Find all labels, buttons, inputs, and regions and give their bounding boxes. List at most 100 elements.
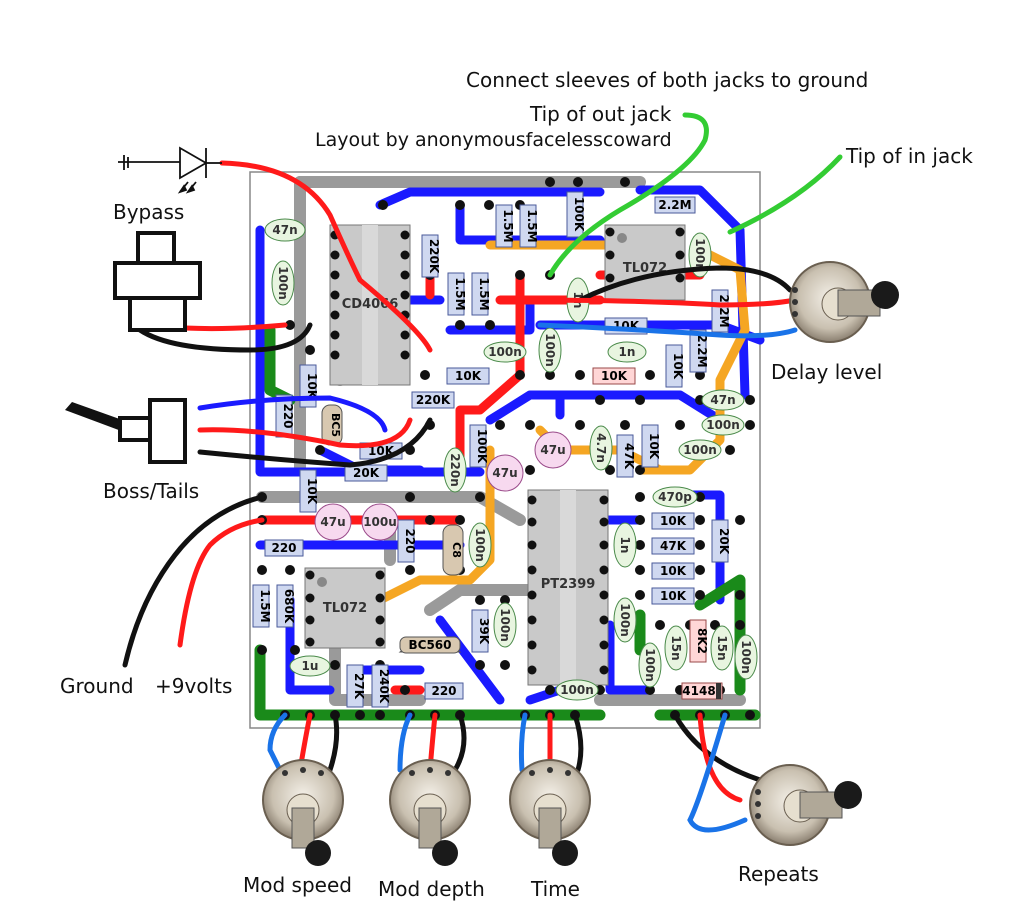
svg-text:10K: 10K — [455, 369, 482, 383]
ic-cd4066: CD4066 — [329, 224, 411, 386]
capacitor: 1u — [289, 655, 331, 677]
ic-pins — [305, 227, 685, 675]
svg-text:10K: 10K — [671, 353, 685, 380]
svg-text:47n: 47n — [710, 393, 735, 407]
resistor: 1.5M — [447, 272, 467, 316]
delay-red-wire — [517, 297, 798, 308]
svg-text:47u: 47u — [540, 443, 565, 457]
svg-text:220: 220 — [281, 403, 295, 428]
resistors-vertical: 220K 1.5M 1.5M 100K 1.5M 1.5M 2.2M 2.2M … — [252, 191, 731, 708]
svg-text:4.7n: 4.7n — [594, 433, 608, 463]
svg-text:220: 220 — [403, 528, 417, 553]
svg-text:20K: 20K — [717, 528, 731, 555]
label-plus9v: +9volts — [155, 674, 233, 698]
svg-text:1.5M: 1.5M — [525, 209, 539, 242]
svg-text:47n: 47n — [272, 223, 297, 237]
label-boss-tails: Boss/Tails — [103, 479, 200, 503]
capacitor: 100n — [538, 327, 562, 373]
svg-text:1n: 1n — [619, 345, 636, 359]
electrolytic-cap: 47u — [534, 431, 572, 469]
capacitor: 15n — [664, 625, 688, 671]
capacitor: 100n — [468, 522, 492, 568]
svg-text:15n: 15n — [715, 635, 729, 660]
resistor: 220K — [411, 391, 455, 409]
tip-in-wire — [727, 154, 843, 235]
capacitor: 4.7n — [589, 425, 613, 471]
bypass-red-wire — [182, 322, 288, 332]
pot-mod-depth-icon — [389, 759, 471, 866]
resistor: 8K2 — [689, 619, 709, 663]
svg-text:100n: 100n — [543, 333, 557, 367]
svg-text:100n: 100n — [683, 443, 717, 457]
pot3-blue — [518, 712, 528, 773]
tip-out-wire — [547, 112, 709, 278]
svg-text:BC5: BC5 — [329, 413, 342, 437]
note-layout-by: Layout by anonymousfacelesscoward — [315, 129, 672, 151]
resistor: 47K — [616, 434, 636, 478]
svg-text:10K: 10K — [660, 564, 687, 578]
led-icon — [118, 146, 222, 194]
switch-red-wire — [197, 417, 413, 449]
resistor: 10K — [651, 562, 695, 580]
capacitor: 100n — [613, 597, 637, 643]
electrolytics: 47u 47u 47u 100u — [314, 431, 572, 541]
svg-text:100K: 100K — [572, 197, 586, 232]
resistor: 10K — [299, 469, 319, 513]
svg-text:15n: 15n — [669, 635, 683, 660]
svg-text:1.5M: 1.5M — [453, 277, 467, 310]
svg-text:10K: 10K — [647, 433, 661, 460]
delay-blue-wire — [537, 322, 798, 339]
svg-text:220: 220 — [431, 684, 456, 698]
svg-text:10K: 10K — [305, 478, 319, 505]
svg-text:10K: 10K — [660, 514, 687, 528]
note-tip-out: Tip of out jack — [530, 102, 672, 126]
svg-text:220: 220 — [271, 541, 296, 555]
resistor: 220 — [424, 682, 464, 700]
ic-pt2399: PT2399 — [527, 489, 609, 686]
capacitor: 100n — [678, 439, 722, 461]
svg-text:220n: 220n — [448, 453, 462, 487]
resistor: 100K — [469, 424, 489, 468]
pot2-black — [452, 712, 467, 773]
electrolytic-cap: 47u — [314, 503, 352, 541]
resistor: 20K — [711, 519, 731, 563]
pot4-black — [672, 712, 763, 783]
svg-text:BC560: BC560 — [408, 638, 451, 652]
svg-text:1u: 1u — [302, 659, 319, 673]
svg-text:1.5M: 1.5M — [258, 589, 272, 622]
resistor: 47K — [651, 537, 695, 555]
note-sleeves: Connect sleeves of both jacks to ground — [466, 68, 869, 92]
svg-text:100n: 100n — [618, 603, 632, 637]
resistor: 39K — [471, 609, 491, 653]
pot-time-icon — [509, 759, 591, 866]
pot4-blue — [687, 712, 748, 833]
svg-text:1n: 1n — [618, 537, 632, 554]
svg-text:1.5M: 1.5M — [477, 277, 491, 310]
svg-text:220K: 220K — [427, 239, 441, 274]
svg-text:240K: 240K — [377, 669, 391, 704]
pot2-blue — [397, 712, 413, 773]
svg-text:100n: 100n — [276, 266, 290, 300]
label-ground: Ground — [60, 674, 134, 698]
label-bypass: Bypass — [113, 200, 185, 224]
ic-pt2399-label: PT2399 — [541, 577, 596, 592]
svg-text:680K: 680K — [282, 589, 296, 624]
resistor: 10K — [592, 367, 636, 385]
off-board-wires — [122, 112, 843, 833]
resistor: 20K — [344, 464, 388, 482]
bypass-black-wire — [137, 322, 313, 353]
capacitor: 100n — [688, 232, 712, 278]
ground-black-wire — [122, 494, 265, 668]
svg-text:47K: 47K — [660, 539, 687, 553]
svg-text:39K: 39K — [477, 618, 491, 645]
svg-text:100n: 100n — [560, 683, 594, 697]
pot3-black — [572, 712, 584, 773]
pot1-blue — [267, 712, 288, 773]
svg-text:10K: 10K — [601, 369, 628, 383]
svg-text:100n: 100n — [643, 648, 657, 682]
resistor: 1.5M — [252, 584, 272, 628]
resistor: 1.5M — [495, 204, 515, 248]
svg-text:100n: 100n — [473, 528, 487, 562]
svg-text:220K: 220K — [416, 393, 451, 407]
